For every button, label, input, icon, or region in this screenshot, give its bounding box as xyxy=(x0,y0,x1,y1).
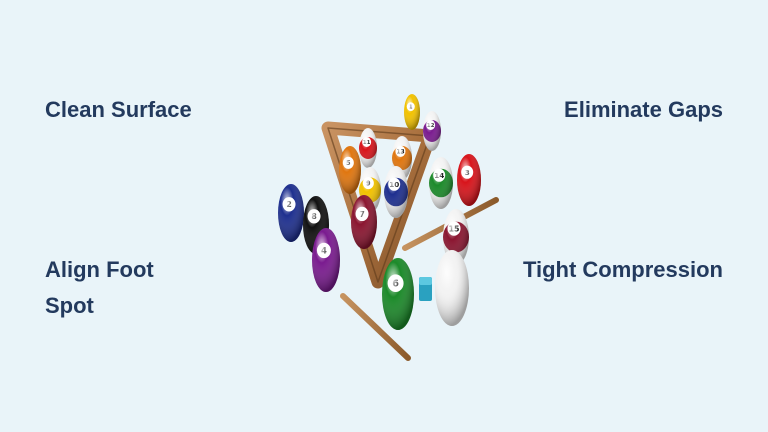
tip-tight-compression: Tight Compression xyxy=(522,257,723,282)
ball-14: 14 xyxy=(429,157,453,209)
ball-10: 10 xyxy=(384,166,408,218)
tip-align-foot-spot: Align Foot Spot xyxy=(45,257,154,318)
ball-6: 6 xyxy=(382,258,414,330)
ball-11: 11 xyxy=(359,128,377,168)
ball-2: 2 xyxy=(278,184,304,242)
ball-12: 12 xyxy=(423,111,441,151)
ball-4: 4 xyxy=(312,228,340,292)
ball-5: 5 xyxy=(339,146,361,194)
ball-3: 3 xyxy=(457,154,481,206)
tip-clean-surface: Clean Surface xyxy=(45,97,192,122)
ball-7: 7 xyxy=(351,195,377,249)
cue-ball xyxy=(435,250,469,326)
ball-1: 1 xyxy=(404,94,420,130)
tip-eliminate-gaps: Eliminate Gaps xyxy=(564,97,723,122)
billiard-rack-illustration: 112111359101432871546 xyxy=(278,94,499,361)
cue-stick-bottom xyxy=(340,293,411,361)
